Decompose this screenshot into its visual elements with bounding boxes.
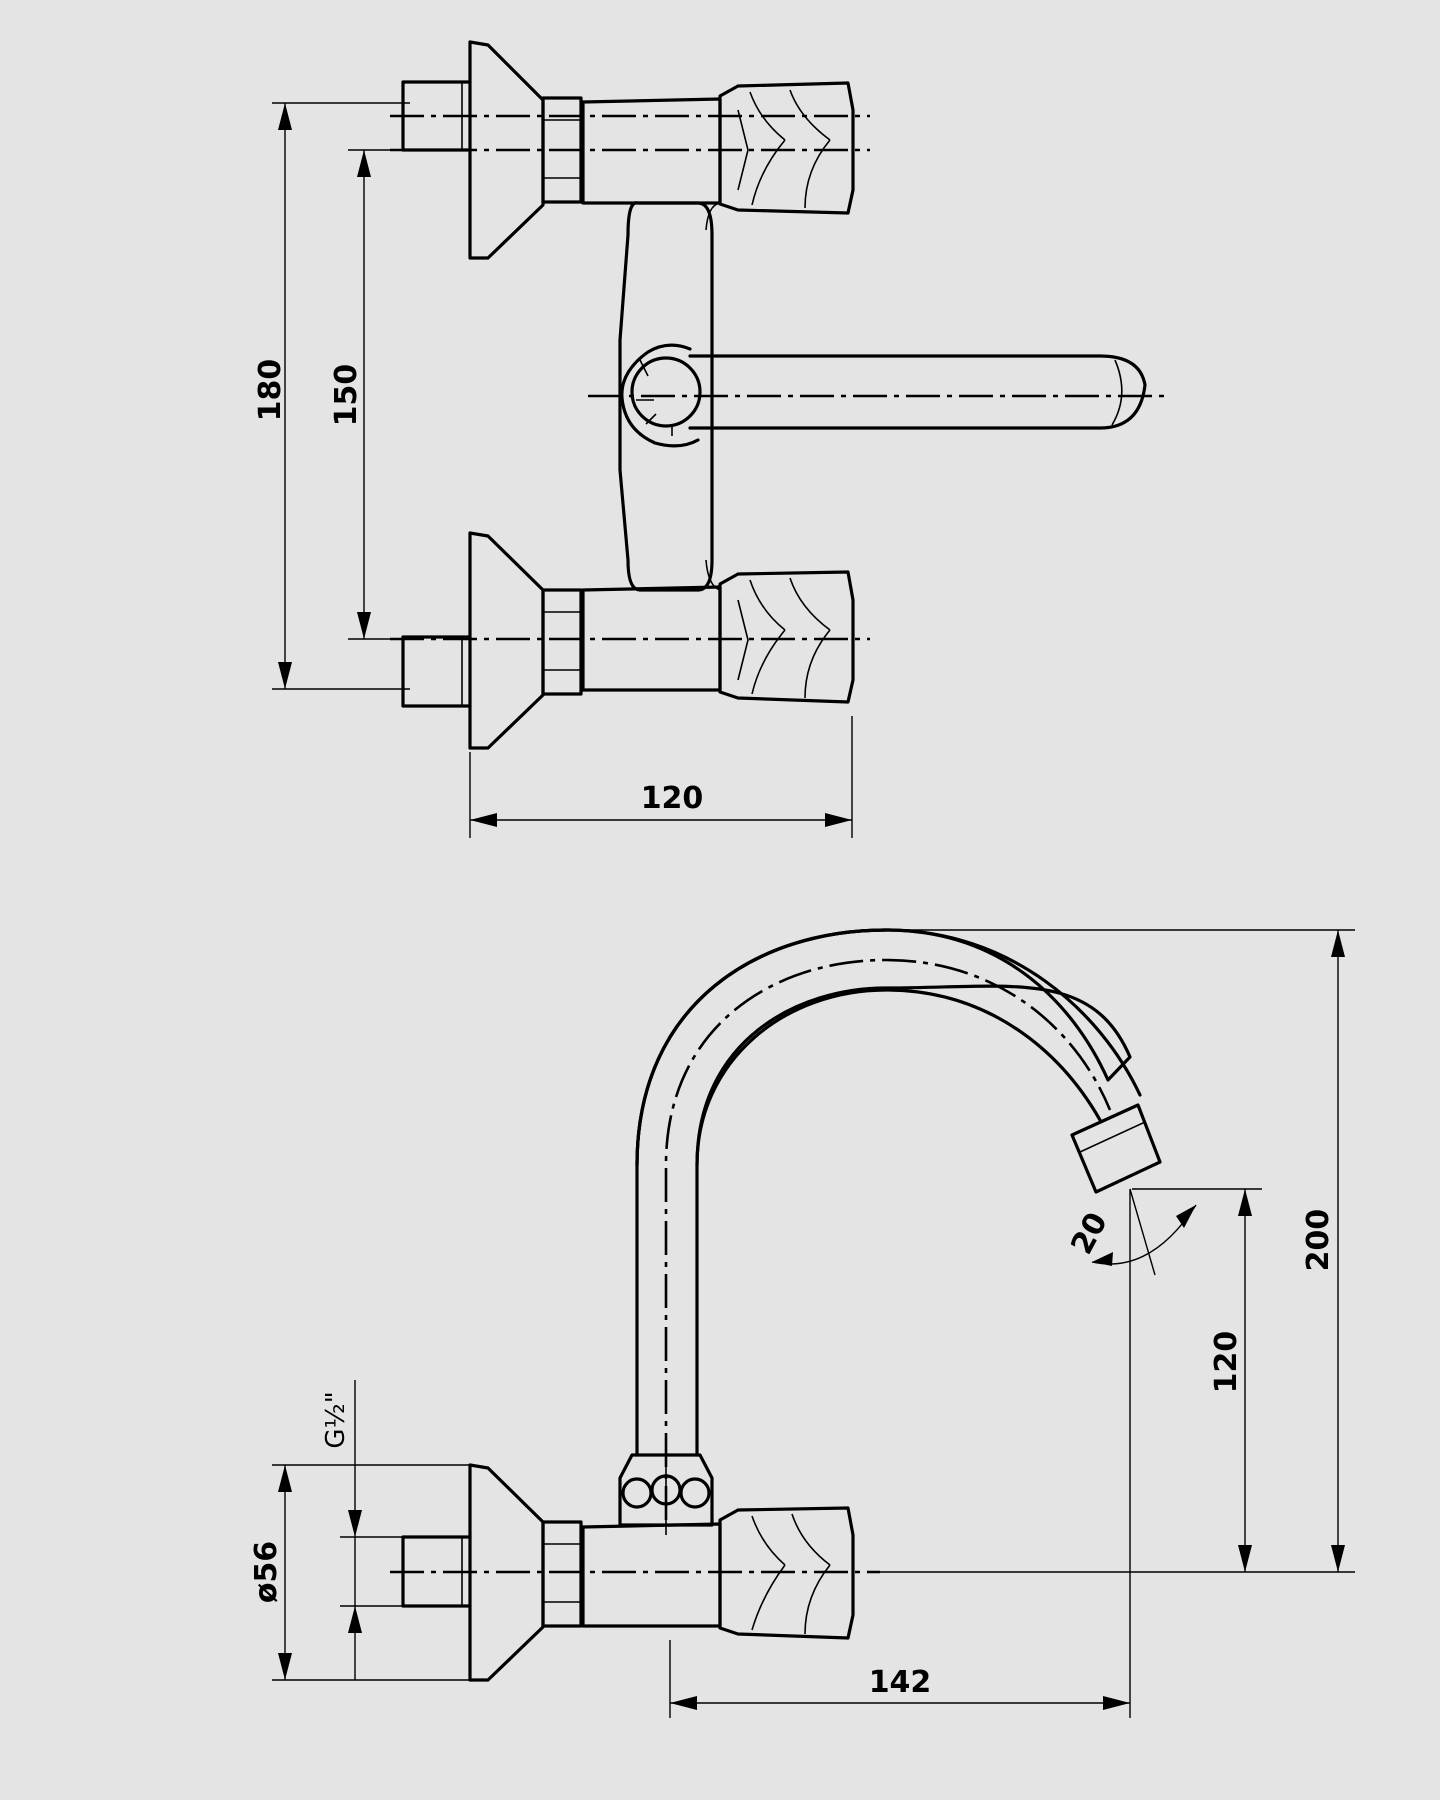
spout-swivel-ring [620, 343, 700, 448]
dim-label-angle-20: 20 [1064, 1207, 1115, 1260]
side-view-centerlines [390, 958, 1112, 1574]
top-view [401, 40, 1147, 750]
dim-label-120-height: 120 [1209, 1331, 1244, 1394]
side-view [401, 928, 1162, 1682]
spout-swivel-collar [618, 1453, 714, 1527]
dim-label-200: 200 [1301, 1209, 1336, 1272]
dim-label-thread: G½" [321, 1391, 351, 1448]
swan-neck-spout [635, 928, 1132, 1457]
lower-nut [541, 588, 583, 696]
side-valve-handle [718, 1506, 855, 1640]
dim-label-diameter-56: ø56 [249, 1541, 284, 1603]
dim-label-120-width: 120 [641, 781, 704, 816]
lower-wall-flange [468, 531, 545, 750]
spout-aerator [1070, 1103, 1162, 1194]
dim-label-150: 150 [329, 364, 364, 427]
side-nut [541, 1520, 583, 1628]
side-valve-body [581, 1522, 722, 1628]
mixer-central-body [618, 201, 714, 592]
dim-label-142: 142 [869, 1665, 932, 1700]
lower-inlet-pipe [401, 635, 472, 708]
top-view-centerlines [390, 114, 1168, 641]
upper-valve-handle [718, 81, 855, 215]
dim-label-180: 180 [253, 359, 288, 422]
top-view-dimensions [272, 102, 853, 838]
spout-top-view [688, 354, 1147, 430]
lower-valve-handle [718, 570, 855, 704]
side-view-dimensions [272, 929, 1355, 1718]
